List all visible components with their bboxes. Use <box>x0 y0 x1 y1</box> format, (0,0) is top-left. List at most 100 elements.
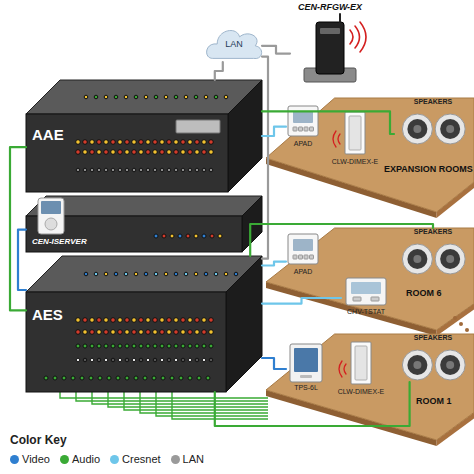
port-jack <box>144 95 148 99</box>
port-jack <box>209 330 214 335</box>
port-jack <box>76 330 81 335</box>
port-jack <box>90 168 94 172</box>
port-jack <box>209 140 214 145</box>
legend-text: Video <box>22 453 50 465</box>
port-jack <box>209 168 213 172</box>
device-name: AAE <box>32 126 76 143</box>
port-jack <box>197 376 201 380</box>
port-jack <box>214 95 218 99</box>
legend-swatch <box>60 455 69 464</box>
port-jack <box>174 330 179 335</box>
port-jack <box>174 150 179 155</box>
port-jack <box>111 344 115 348</box>
legend-item: Video <box>10 453 50 465</box>
port-jack <box>134 272 138 276</box>
port-jack <box>125 168 129 172</box>
device-name: CLW-DIMEX-E <box>332 388 390 396</box>
ipod-server-node: CEN-ISERVER <box>26 196 262 252</box>
rf-wave <box>338 134 340 144</box>
device-side <box>226 256 262 392</box>
port-jack <box>146 330 151 335</box>
device-name: CHV-TSTAT <box>341 308 391 316</box>
keypad-node: APAD <box>286 234 320 280</box>
port-jack <box>188 376 192 380</box>
device-name: CLW-DIMEX-E <box>326 158 384 166</box>
port-jack <box>202 330 207 335</box>
port-jack <box>146 318 151 323</box>
room-floor-node: ROOM 6APADCHV-TSTATSPEAKERS <box>266 228 474 336</box>
dimmer-rocker <box>349 116 361 150</box>
port-jack <box>83 140 88 145</box>
port-jack <box>184 95 188 99</box>
port-jack <box>188 150 193 155</box>
port-jack <box>167 150 172 155</box>
port-jack <box>181 318 186 323</box>
dot <box>465 328 469 332</box>
port-jack <box>214 272 218 276</box>
speaker-dome <box>413 125 421 133</box>
port-jack <box>97 168 101 172</box>
audio-switcher-shape <box>26 256 262 392</box>
port-jack <box>139 330 144 335</box>
port-jack <box>111 168 115 172</box>
port-jack <box>181 344 185 348</box>
port-jack <box>170 376 174 380</box>
port-jack <box>124 95 128 99</box>
signal-wire <box>10 147 26 310</box>
port-jack <box>146 344 150 348</box>
port-jack <box>154 95 158 99</box>
port-jack <box>83 318 88 323</box>
device-name: TPS-6L <box>286 384 326 392</box>
rf-wave <box>344 364 346 374</box>
port-jack <box>202 318 207 323</box>
speaker-dome <box>446 255 454 263</box>
port-jack <box>174 358 178 362</box>
port-jack <box>202 358 206 362</box>
port-jack <box>111 150 116 155</box>
port-jack <box>181 168 185 172</box>
port-jack <box>194 272 198 276</box>
audio-wire <box>140 392 268 413</box>
port-jack <box>179 376 183 380</box>
keypad-button <box>310 255 314 259</box>
port-jack <box>195 344 199 348</box>
device-top <box>26 256 262 292</box>
audio-wire <box>156 392 268 416</box>
port-jack <box>194 95 198 99</box>
port-jack <box>125 318 130 323</box>
device-side <box>228 80 262 192</box>
legend-item: Cresnet <box>110 453 161 465</box>
speaker-pair-node: SPEAKERS <box>394 98 472 146</box>
port-jack <box>94 95 98 99</box>
port-jack <box>132 358 136 362</box>
speaker-frame <box>435 244 465 274</box>
thermostat-node: CHV-TSTAT <box>341 278 391 318</box>
signal-wire <box>262 358 286 369</box>
port-jack <box>160 168 164 172</box>
port-jack <box>154 272 158 276</box>
touchpanel-screen <box>294 348 318 372</box>
port-jack <box>97 318 102 323</box>
port-jack <box>125 344 129 348</box>
signal-wire <box>215 62 223 80</box>
port-jack <box>125 150 130 155</box>
legend-swatch <box>110 455 119 464</box>
port-jack <box>89 376 93 380</box>
port-jack <box>234 272 238 276</box>
port-jack <box>153 140 158 145</box>
speaker-cone <box>440 355 460 375</box>
port-jack <box>164 272 168 276</box>
port-jack <box>167 358 171 362</box>
port-jack <box>195 330 200 335</box>
port-jack <box>174 140 179 145</box>
speaker-cone <box>407 119 427 139</box>
port-jack <box>224 272 228 276</box>
dot <box>459 322 463 326</box>
port-jack <box>104 344 108 348</box>
port-jack <box>104 95 108 99</box>
port-jack <box>118 150 123 155</box>
port-jack <box>104 358 108 362</box>
legend-item: LAN <box>171 453 204 465</box>
front-panel <box>176 120 220 133</box>
